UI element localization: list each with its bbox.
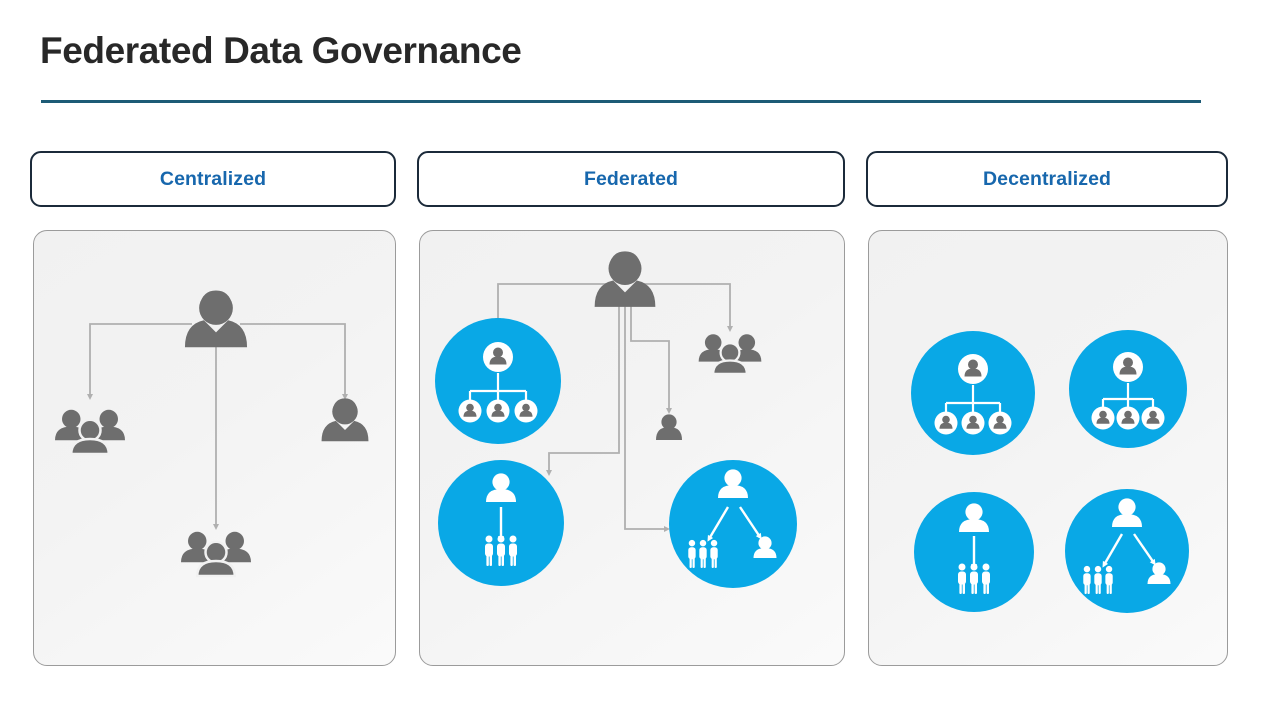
node-domain-2-org-chart-circle-icon <box>1069 330 1187 448</box>
page-title: Federated Data Governance <box>40 30 522 71</box>
panel-federated <box>419 230 845 666</box>
node-person-single-person-icon <box>656 414 682 440</box>
node-root-executive-person-icon <box>184 286 248 348</box>
node-team-group-of-three-icon <box>697 333 763 376</box>
node-root-executive-person-icon <box>594 251 656 307</box>
node-bottom-group-of-three-icon <box>179 530 253 578</box>
node-domain-3-lead-to-two-branch-icon <box>669 460 797 588</box>
column-header-federated[interactable]: Federated <box>417 151 845 207</box>
connector-root-to-domain-2 <box>546 303 620 476</box>
column-header-centralized[interactable]: Centralized <box>30 151 396 207</box>
node-domain-4-lead-to-two-branch-icon <box>1065 489 1189 613</box>
title-divider <box>41 100 1201 103</box>
panel-decentralized <box>868 230 1228 666</box>
column-header-decentralized[interactable]: Decentralized <box>866 151 1228 207</box>
node-domain-1-org-chart-circle-icon <box>911 331 1035 455</box>
column-header-label: Decentralized <box>982 167 1112 190</box>
node-domain-3-lead-to-three-icon <box>914 492 1034 612</box>
node-domain-2-lead-to-three-icon <box>438 460 564 586</box>
column-header-label: Federated <box>583 167 679 190</box>
connector-root-to-person <box>630 303 672 414</box>
diagram-decentralized <box>869 231 1227 665</box>
column-header-label: Centralized <box>159 167 267 190</box>
diagram-federated <box>420 231 844 665</box>
connector-root-to-team <box>640 283 733 332</box>
panel-centralized <box>33 230 396 666</box>
node-left-group-of-three-icon <box>53 408 127 456</box>
node-right-executive-person-icon <box>321 395 369 442</box>
connector-root-to-left <box>87 323 192 400</box>
connector-root-to-right <box>240 323 348 400</box>
node-domain-1-org-chart-circle-icon <box>435 318 561 444</box>
diagram-centralized <box>34 231 395 665</box>
connector-root-to-domain-1 <box>495 283 610 324</box>
connector-root-to-domain-3 <box>624 303 670 532</box>
